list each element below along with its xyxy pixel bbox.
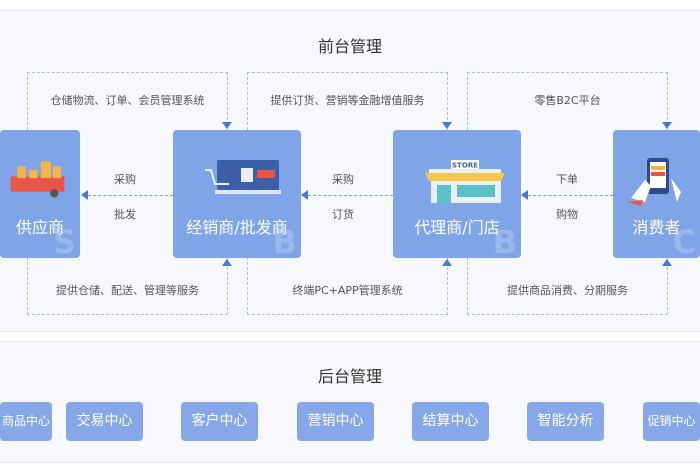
arrow-left-1: [81, 190, 88, 200]
flow-bottom-3: 购物: [556, 208, 578, 221]
module-trade-center[interactable]: 交易中心: [66, 402, 143, 441]
node-agent-store: STORE 代理商/门店 B: [393, 130, 521, 258]
watermark: S: [52, 223, 76, 261]
service-bottom-2: 终端PC+APP管理系统: [292, 284, 403, 297]
module-customer-center[interactable]: 客户中心: [181, 402, 258, 441]
node-name: 代理商/门店: [414, 218, 500, 237]
flow-top-3: 下单: [556, 173, 578, 186]
service-top-1: 仓储物流、订单、会员管理系统: [50, 94, 205, 107]
arrow-down-1: [222, 122, 232, 129]
arrow-up-2: [442, 259, 452, 266]
back-title: 后台管理: [317, 367, 382, 386]
flow-top-2: 采购: [332, 173, 354, 186]
truck-icon: [10, 161, 65, 198]
arrow-down-2: [442, 122, 452, 129]
watermark: C: [672, 223, 696, 261]
flow-bottom-2: 订货: [332, 208, 354, 221]
service-bottom-3: 提供商品消费、分期服务: [507, 284, 628, 297]
watermark: B: [272, 223, 297, 261]
node-name: 经销商/批发商: [186, 218, 288, 237]
flow-line-2: [308, 195, 393, 196]
flow-top-1: 采购: [114, 173, 136, 186]
node-distributor: 经销商/批发商 B: [173, 130, 301, 258]
computer-cart-icon: [205, 160, 281, 194]
arrow-up-3: [662, 259, 672, 266]
front-panel: [0, 10, 700, 332]
flow-line-1: [88, 195, 173, 196]
node-consumer: 消费者 C: [613, 130, 700, 258]
flow-line-3: [528, 195, 613, 196]
arrow-left-2: [301, 190, 308, 200]
store-sign: STORE: [452, 162, 478, 170]
module-marketing-center[interactable]: 营销中心: [297, 402, 374, 441]
service-bottom-1: 提供仓储、配送、管理等服务: [56, 284, 199, 297]
arrow-left-3: [521, 190, 528, 200]
module-smart-analysis[interactable]: 智能分析: [527, 402, 604, 441]
module-product-center[interactable]: 商品中心: [0, 402, 52, 441]
node-name: 供应商: [15, 218, 64, 237]
node-supplier: 供应商 S: [0, 130, 80, 258]
store-icon: STORE: [425, 160, 505, 203]
watermark: B: [492, 223, 517, 261]
service-top-2: 提供订货、营销等金融增值服务: [270, 94, 425, 107]
front-title: 前台管理: [317, 37, 382, 56]
node-name: 消费者: [632, 218, 681, 237]
module-promotion-center[interactable]: 促销中心: [643, 402, 700, 441]
module-settlement-center[interactable]: 结算中心: [412, 402, 489, 441]
phone-hand-icon: [627, 158, 681, 206]
arrow-down-3: [662, 122, 672, 129]
flow-bottom-1: 批发: [114, 208, 136, 221]
service-top-3: 零售B2C平台: [534, 94, 601, 107]
arrow-up-1: [222, 259, 232, 266]
